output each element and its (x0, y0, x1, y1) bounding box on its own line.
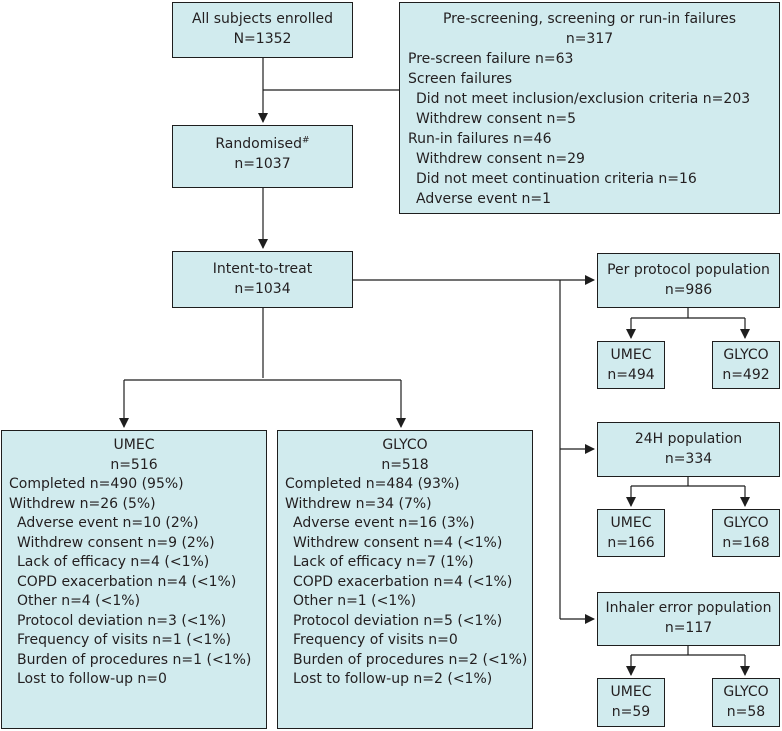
pop-24h-glyco-box: GLYCO n=168 (712, 509, 780, 557)
inhaler-error-umec-box: UMEC n=59 (597, 678, 665, 727)
inhaler-error-glyco-count: n=58 (726, 704, 766, 720)
per-protocol-glyco-count: n=492 (722, 367, 770, 383)
inhaler-error-count: n=117 (664, 620, 713, 636)
umec-arm-count: n=516 (110, 456, 158, 473)
glyco-withdrawal-reason: Protocol deviation n=5 (<1%) (293, 612, 503, 629)
failure-reason-item: Withdrew consent n=5 (416, 111, 577, 127)
pop-24h-title: 24H population (634, 431, 743, 447)
randomised-footnote-mark: # (302, 135, 310, 146)
glyco-withdrawal-reason: Burden of procedures n=2 (<1%) (293, 651, 528, 668)
failure-reason-item: Screen failures (408, 71, 513, 87)
pop-24h-umec-count: n=166 (607, 535, 655, 551)
failures-count: n=317 (565, 31, 614, 47)
umec-withdrawal-reason: Burden of procedures n=1 (<1%) (17, 651, 252, 668)
inhaler-error-umec-count: n=59 (611, 704, 651, 720)
umec-withdrawal-reasons: Adverse event n=10 (2%) Withdrew consent … (9, 514, 266, 690)
glyco-withdrawal-reason: COPD exacerbation n=4 (<1%) (293, 573, 513, 590)
inhaler-error-umec-label: UMEC (610, 684, 652, 700)
pop-24h-umec-label: UMEC (610, 515, 652, 531)
enrolled-box: All subjects enrolled N=1352 (172, 2, 353, 58)
glyco-arm-title: GLYCO (382, 437, 428, 453)
pop-24h-glyco-count: n=168 (722, 535, 770, 551)
glyco-withdrawal-reasons: Adverse event n=16 (3%) Withdrew consent … (285, 514, 532, 690)
umec-withdrawal-reason: Lost to follow-up n=0 (17, 671, 167, 687)
glyco-withdrawal-reason: Lost to follow-up n=2 (<1%) (293, 671, 493, 687)
umec-withdrawal-reason: Protocol deviation n=3 (<1%) (17, 612, 227, 629)
per-protocol-title: Per protocol population (607, 262, 770, 278)
itt-title: Intent-to-treat (212, 261, 313, 277)
enrolled-title: All subjects enrolled (191, 11, 334, 27)
umec-arm-box: UMEC n=516 Completed n=490 (95%) Withdre… (1, 430, 267, 729)
umec-withdrawal-reason: Other n=4 (<1%) (17, 593, 141, 609)
glyco-arm-count: n=518 (381, 456, 429, 473)
glyco-arm-box: GLYCO n=518 Completed n=484 (93%) Withdr… (277, 430, 533, 729)
enrolled-count: N=1352 (233, 31, 292, 47)
umec-completed: Completed n=490 (95%) (9, 476, 184, 492)
glyco-withdrawal-reason: Lack of efficacy n=7 (1%) (293, 554, 474, 570)
itt-box: Intent-to-treat n=1034 (172, 251, 353, 308)
umec-withdrawal-reason: Adverse event n=10 (2%) (17, 515, 199, 531)
inhaler-error-title: Inhaler error population (605, 600, 772, 616)
glyco-withdrew: Withdrew n=34 (7%) (285, 495, 432, 512)
per-protocol-glyco-box: GLYCO n=492 (712, 341, 780, 389)
inhaler-error-glyco-label: GLYCO (723, 684, 769, 700)
pop-24h-umec-box: UMEC n=166 (597, 509, 665, 557)
pop-24h-box: 24H population n=334 (597, 422, 780, 477)
pop-24h-count: n=334 (664, 451, 713, 467)
failure-reason-item: Pre-screen failure n=63 (408, 51, 574, 67)
per-protocol-umec-box: UMEC n=494 (597, 341, 665, 389)
failures-box: Pre-screening, screening or run-in failu… (399, 2, 780, 214)
itt-count: n=1034 (234, 281, 291, 297)
umec-withdrew: Withdrew n=26 (5%) (9, 495, 156, 512)
umec-arm-title: UMEC (113, 437, 155, 453)
per-protocol-glyco-label: GLYCO (723, 347, 769, 363)
glyco-withdrawal-reason: Withdrew consent n=4 (<1%) (293, 534, 503, 551)
umec-withdrawal-reason: Withdrew consent n=9 (2%) (17, 534, 215, 551)
pop-24h-glyco-label: GLYCO (723, 515, 769, 531)
failure-reason-item: Did not meet continuation criteria n=16 (416, 171, 697, 187)
randomised-box: Randomised# n=1037 (172, 125, 353, 188)
glyco-withdrawal-reason: Other n=1 (<1%) (293, 593, 417, 609)
failure-reason-item: Run-in failures n=46 (408, 131, 552, 147)
glyco-withdrawal-reason: Frequency of visits n=0 (293, 632, 458, 648)
randomised-title: Randomised# (215, 135, 310, 152)
per-protocol-count: n=986 (664, 282, 713, 298)
umec-withdrawal-reason: COPD exacerbation n=4 (<1%) (17, 573, 237, 590)
umec-withdrawal-reason: Frequency of visits n=1 (<1%) (17, 632, 232, 648)
failures-title: Pre-screening, screening or run-in failu… (442, 11, 737, 27)
failure-reason-item: Did not meet inclusion/exclusion criteri… (416, 91, 751, 107)
inhaler-error-glyco-box: GLYCO n=58 (712, 678, 780, 727)
umec-withdrawal-reason: Lack of efficacy n=4 (<1%) (17, 554, 210, 570)
per-protocol-box: Per protocol population n=986 (597, 253, 780, 308)
failure-reason-item: Adverse event n=1 (416, 191, 552, 207)
randomised-count: n=1037 (234, 156, 291, 172)
glyco-withdrawal-reason: Adverse event n=16 (3%) (293, 515, 475, 531)
inhaler-error-box: Inhaler error population n=117 (597, 592, 780, 646)
failure-reason-item: Withdrew consent n=29 (416, 151, 585, 167)
per-protocol-umec-count: n=494 (607, 367, 655, 383)
glyco-completed: Completed n=484 (93%) (285, 476, 460, 492)
per-protocol-umec-label: UMEC (610, 347, 652, 363)
